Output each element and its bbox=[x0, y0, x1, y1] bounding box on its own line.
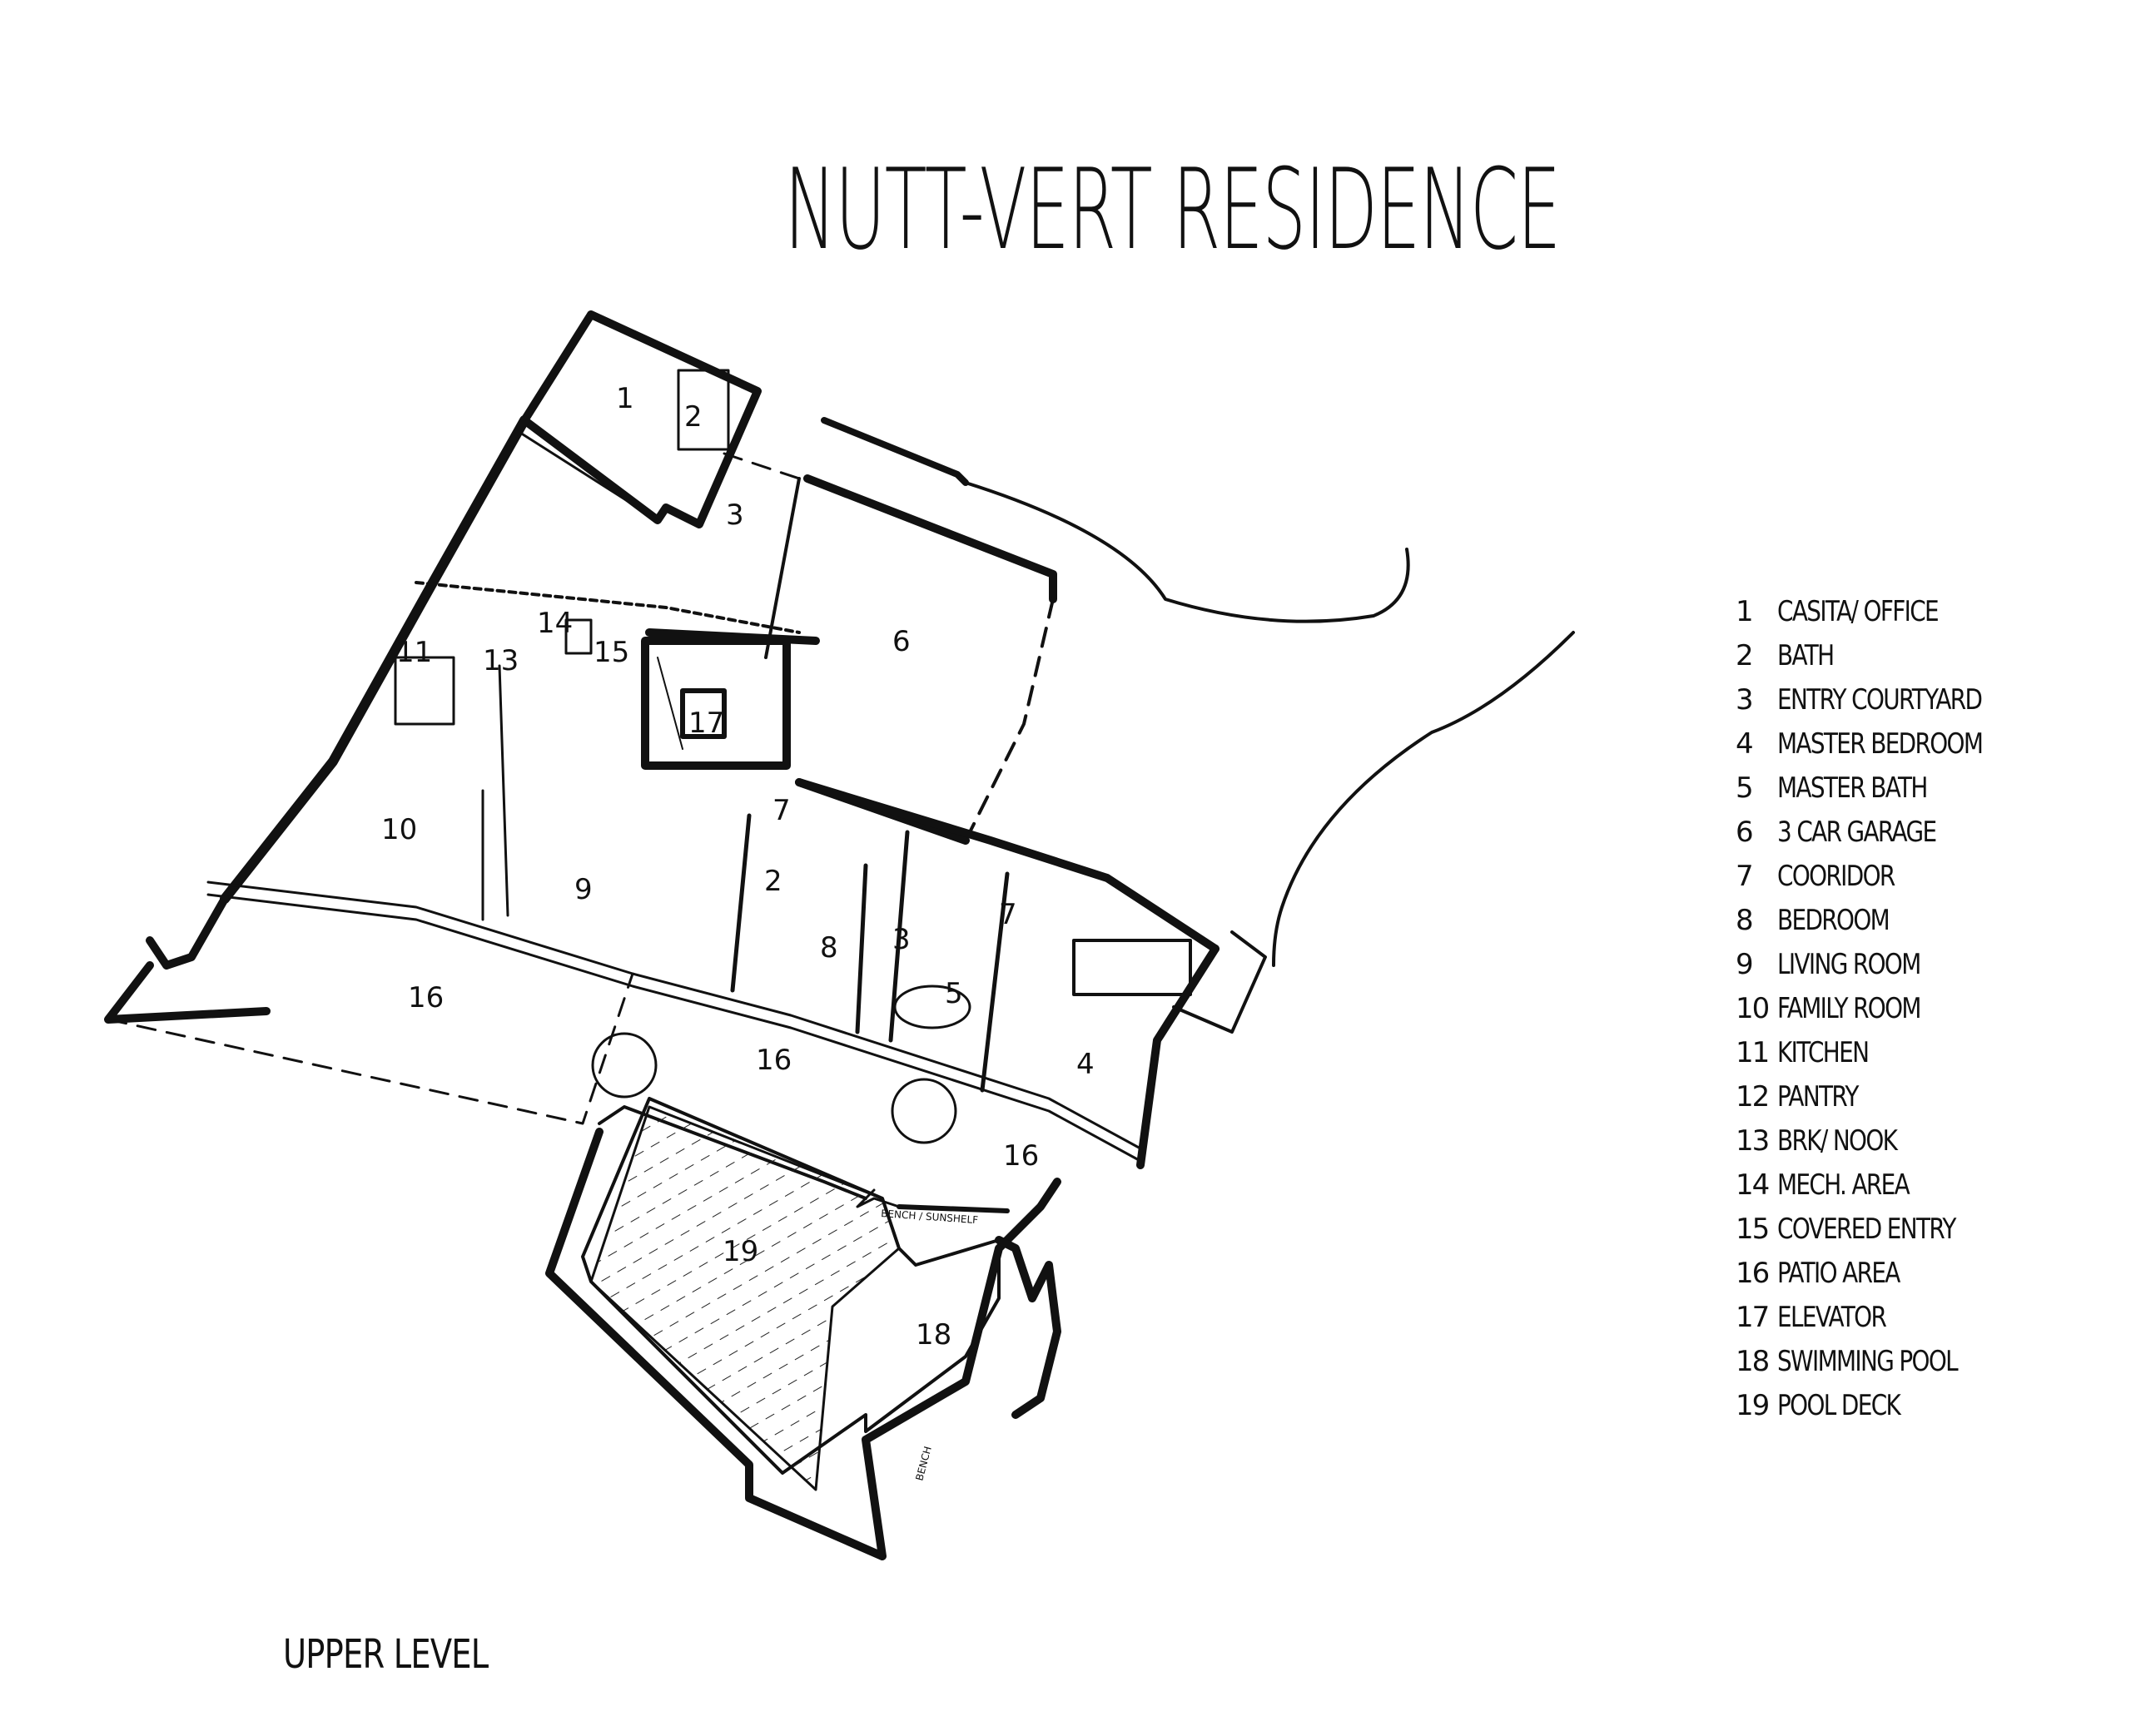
room-label-12: 2 bbox=[764, 865, 782, 898]
casita-wall bbox=[520, 310, 762, 528]
room-label-14: 14 bbox=[537, 607, 573, 640]
garage-wall bbox=[803, 474, 1057, 603]
room-label-1: 1 bbox=[616, 382, 634, 415]
room-label-8: 8 bbox=[820, 931, 838, 965]
room-label-18: 18 bbox=[916, 1318, 951, 1352]
room-label-4: 4 bbox=[1076, 1048, 1095, 1081]
bench-note: BENCH bbox=[913, 1445, 933, 1481]
room-label-16b: 16 bbox=[756, 1044, 792, 1077]
pool-outer-wall bbox=[545, 1128, 1061, 1560]
room-label-13: 13 bbox=[483, 644, 519, 677]
room-label-17: 17 bbox=[688, 707, 724, 740]
room-label-15: 15 bbox=[594, 636, 629, 669]
west-wall bbox=[220, 415, 529, 904]
room-label-13b: 3 bbox=[892, 923, 911, 956]
room-label-7b: 7 bbox=[999, 898, 1017, 931]
pool-deck-hatch bbox=[589, 1105, 901, 1491]
room-label-16c: 16 bbox=[1003, 1139, 1039, 1173]
level-label: UPPER LEVEL bbox=[283, 1631, 489, 1678]
room-label-10: 10 bbox=[381, 813, 417, 846]
room-label-16a: 16 bbox=[408, 981, 444, 1014]
room-label-6: 6 bbox=[892, 625, 911, 658]
room-label-7a: 7 bbox=[772, 794, 791, 827]
room-label-3: 3 bbox=[726, 498, 744, 532]
room-label-2: 2 bbox=[684, 400, 703, 434]
room-label-19: 19 bbox=[723, 1235, 758, 1268]
room-label-11: 11 bbox=[396, 636, 432, 669]
room-label-9: 9 bbox=[574, 873, 593, 906]
room-label-5: 5 bbox=[945, 977, 963, 1010]
